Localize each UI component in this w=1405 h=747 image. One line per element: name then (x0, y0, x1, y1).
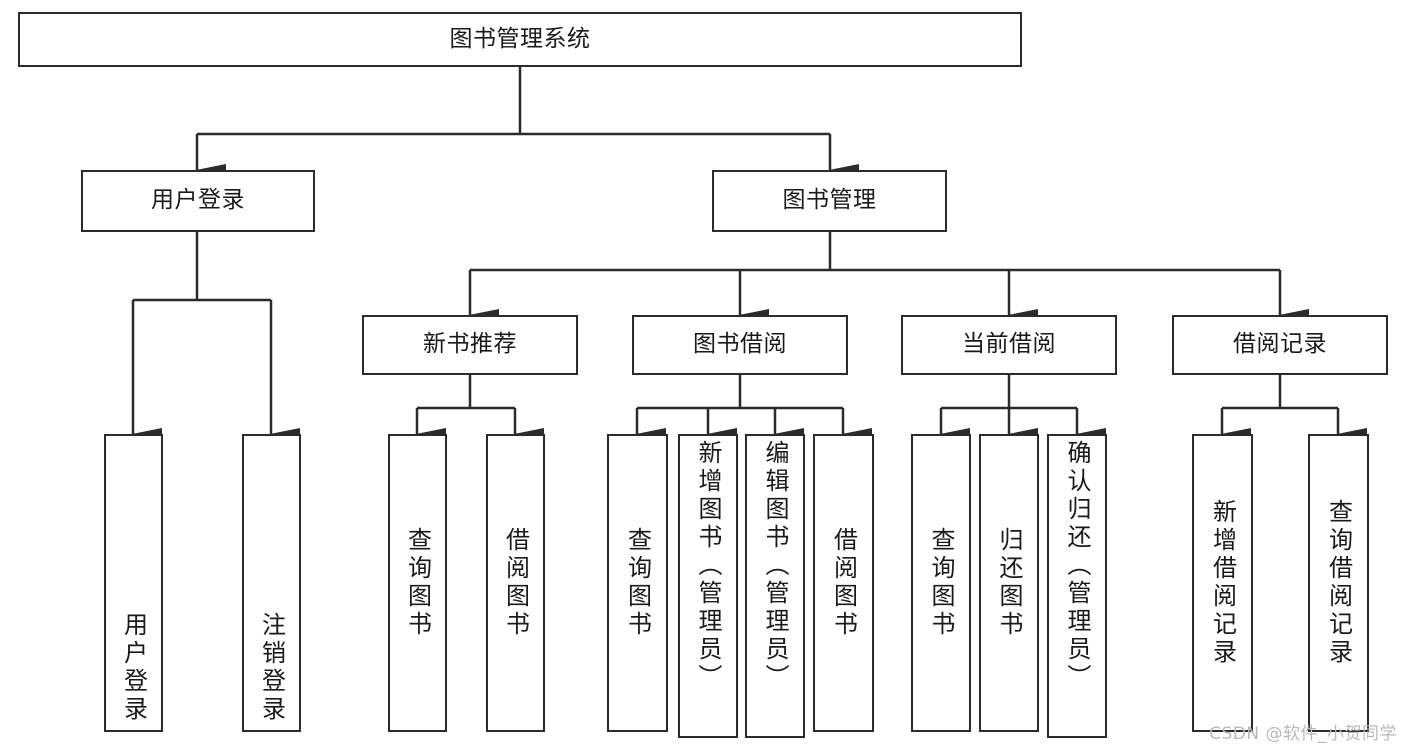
node-book-borrow[interactable]: 图书借阅 (632, 315, 848, 375)
leaf-query-book-current[interactable]: 查询图书 (911, 434, 971, 732)
leaf-add-borrow-record[interactable]: 新增借阅记录 (1192, 434, 1253, 732)
node-label: 新书推荐 (423, 331, 517, 358)
node-label: 借阅图书 (829, 527, 858, 639)
leaf-return-book[interactable]: 归还图书 (979, 434, 1039, 732)
leaf-user-logout[interactable]: 注销登录 (242, 434, 301, 732)
node-label: 用户登录 (119, 612, 148, 724)
node-new-book-recommend[interactable]: 新书推荐 (362, 315, 578, 375)
leaf-confirm-return-admin[interactable]: 确认归还（管理员） (1047, 434, 1107, 738)
node-current-borrow[interactable]: 当前借阅 (901, 315, 1117, 375)
leaf-query-borrow-record[interactable]: 查询借阅记录 (1308, 434, 1369, 732)
node-label: 查询图书 (623, 527, 652, 639)
node-label: 确认归还（管理员） (1063, 440, 1091, 692)
leaf-edit-book-admin[interactable]: 编辑图书（管理员） (745, 434, 805, 738)
node-label: 用户登录 (151, 187, 245, 214)
node-borrow-record[interactable]: 借阅记录 (1172, 315, 1388, 375)
node-label: 查询借阅记录 (1324, 499, 1353, 667)
node-label: 新增图书（管理员） (694, 440, 722, 692)
node-label: 新增借阅记录 (1208, 499, 1237, 667)
leaf-add-book-admin[interactable]: 新增图书（管理员） (678, 434, 738, 738)
leaf-query-book-recommend[interactable]: 查询图书 (388, 434, 447, 732)
node-label: 查询图书 (403, 527, 432, 639)
leaf-borrow-book-recommend[interactable]: 借阅图书 (486, 434, 545, 732)
node-user-login[interactable]: 用户登录 (81, 170, 315, 232)
leaf-borrow-book[interactable]: 借阅图书 (813, 434, 874, 732)
node-label: 借阅图书 (501, 527, 530, 639)
node-root-system[interactable]: 图书管理系统 (18, 12, 1022, 67)
leaf-query-book-borrow[interactable]: 查询图书 (607, 434, 668, 732)
node-label: 查询图书 (927, 527, 955, 639)
node-label: 借阅记录 (1233, 331, 1327, 358)
node-book-management[interactable]: 图书管理 (712, 170, 947, 232)
node-label: 图书管理系统 (449, 25, 591, 52)
node-label: 图书管理 (782, 187, 877, 214)
node-label: 编辑图书（管理员） (761, 440, 789, 692)
node-label: 注销登录 (257, 612, 286, 724)
node-label: 当前借阅 (962, 331, 1056, 358)
leaf-user-login[interactable]: 用户登录 (104, 434, 163, 732)
csdn-watermark: CSDN @软件_小贺同学 (1209, 724, 1397, 744)
node-label: 图书借阅 (693, 331, 787, 358)
node-label: 归还图书 (995, 527, 1023, 639)
